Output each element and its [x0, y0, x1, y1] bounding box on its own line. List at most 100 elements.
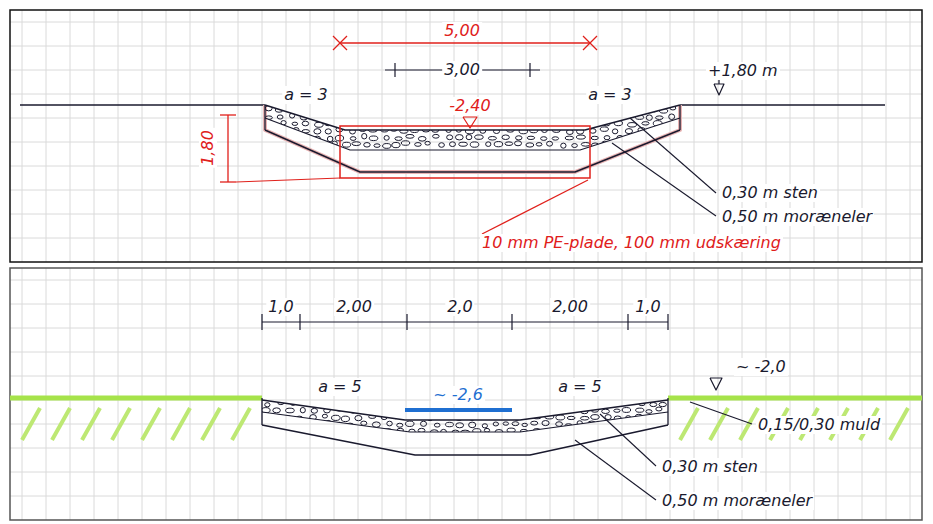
- stone: [469, 422, 476, 428]
- stone: [364, 430, 370, 435]
- stone: [355, 415, 362, 420]
- stone: [505, 142, 513, 146]
- leader-line: [630, 118, 716, 193]
- grid-line: [10, 472, 922, 473]
- soil-hatch: [202, 408, 220, 440]
- dimension-tick: [406, 314, 407, 330]
- stone: [374, 428, 381, 433]
- stone: [519, 109, 525, 112]
- stone: [289, 424, 295, 428]
- grid-line: [454, 10, 455, 262]
- stone: [465, 128, 474, 133]
- grid-line: [526, 10, 527, 262]
- stone: [450, 142, 456, 147]
- stone: [263, 431, 268, 435]
- stone: [581, 400, 588, 404]
- grid-line: [310, 10, 311, 262]
- stone: [434, 423, 440, 427]
- stone-layer: [261, 400, 666, 436]
- stone: [263, 416, 270, 419]
- stone: [327, 136, 333, 141]
- stone: [515, 141, 522, 146]
- stone: [406, 134, 414, 138]
- stone: [365, 402, 374, 406]
- soil-hatch: [680, 408, 698, 440]
- stone: [519, 402, 524, 408]
- stone: [491, 121, 497, 126]
- ground-surface: [10, 396, 262, 401]
- stone: [415, 109, 423, 113]
- level-label: +1,80 m: [706, 62, 780, 80]
- stone: [320, 430, 325, 434]
- grid-line: [46, 268, 47, 520]
- stone: [616, 400, 621, 405]
- stone: [407, 415, 412, 419]
- stone: [622, 429, 628, 434]
- stone: [541, 137, 547, 141]
- stone: [274, 423, 282, 428]
- grid-line: [910, 268, 911, 520]
- stone: [526, 143, 534, 147]
- stone: [659, 140, 668, 145]
- stone: [319, 143, 328, 147]
- stone: [541, 401, 548, 404]
- stone: [406, 421, 414, 426]
- grid-line: [718, 268, 719, 520]
- stone: [374, 144, 380, 148]
- soil-hatch: [232, 408, 250, 440]
- stone: [300, 407, 305, 412]
- stone: [277, 115, 283, 119]
- stone: [488, 136, 496, 140]
- stone: [397, 423, 403, 427]
- ground-surface: [668, 396, 922, 401]
- grid-line: [238, 10, 239, 262]
- slope-label: a = 5: [316, 378, 364, 396]
- stone: [666, 123, 674, 127]
- stone: [623, 113, 630, 118]
- dimension-line: [227, 115, 228, 182]
- layer-label: 0,15/0,30 muld: [756, 416, 882, 434]
- stone: [594, 106, 599, 111]
- stone: [392, 142, 400, 147]
- stone: [581, 142, 590, 146]
- slope-label: a = 5: [556, 378, 604, 396]
- trench-wall: [679, 105, 680, 130]
- grid-line: [214, 268, 215, 520]
- stone: [325, 129, 331, 134]
- stone: [362, 133, 367, 139]
- grid-line: [142, 10, 143, 262]
- dimension-label: 1,0: [266, 298, 295, 316]
- soil-hatch: [52, 408, 70, 440]
- stone: [524, 120, 532, 124]
- stone: [567, 428, 574, 432]
- stone: [640, 107, 646, 111]
- stone: [423, 121, 429, 124]
- stone: [483, 115, 490, 120]
- leader-line: [575, 440, 656, 500]
- grid-line: [622, 268, 623, 520]
- stone: [561, 143, 566, 148]
- stone: [360, 113, 366, 118]
- grid-line: [262, 10, 263, 262]
- dimension-label: 5,00: [442, 22, 482, 40]
- stone: [350, 137, 356, 141]
- stone: [556, 422, 563, 427]
- dimension-mark: [583, 36, 597, 50]
- stone: [533, 407, 541, 411]
- stone: [656, 407, 662, 411]
- stone: [384, 136, 389, 141]
- stone: [337, 113, 343, 117]
- stone: [542, 421, 549, 426]
- soil-hatch: [82, 408, 100, 440]
- stone: [424, 114, 430, 117]
- grid-line: [598, 10, 599, 262]
- grid-line: [430, 10, 431, 262]
- level-triangle: [463, 117, 477, 128]
- stone: [369, 114, 377, 119]
- stone: [300, 107, 307, 111]
- stone: [591, 415, 599, 420]
- stone: [387, 421, 393, 426]
- stone: [604, 136, 610, 140]
- grid-line: [238, 268, 239, 520]
- dimension-label: 2,00: [550, 298, 590, 316]
